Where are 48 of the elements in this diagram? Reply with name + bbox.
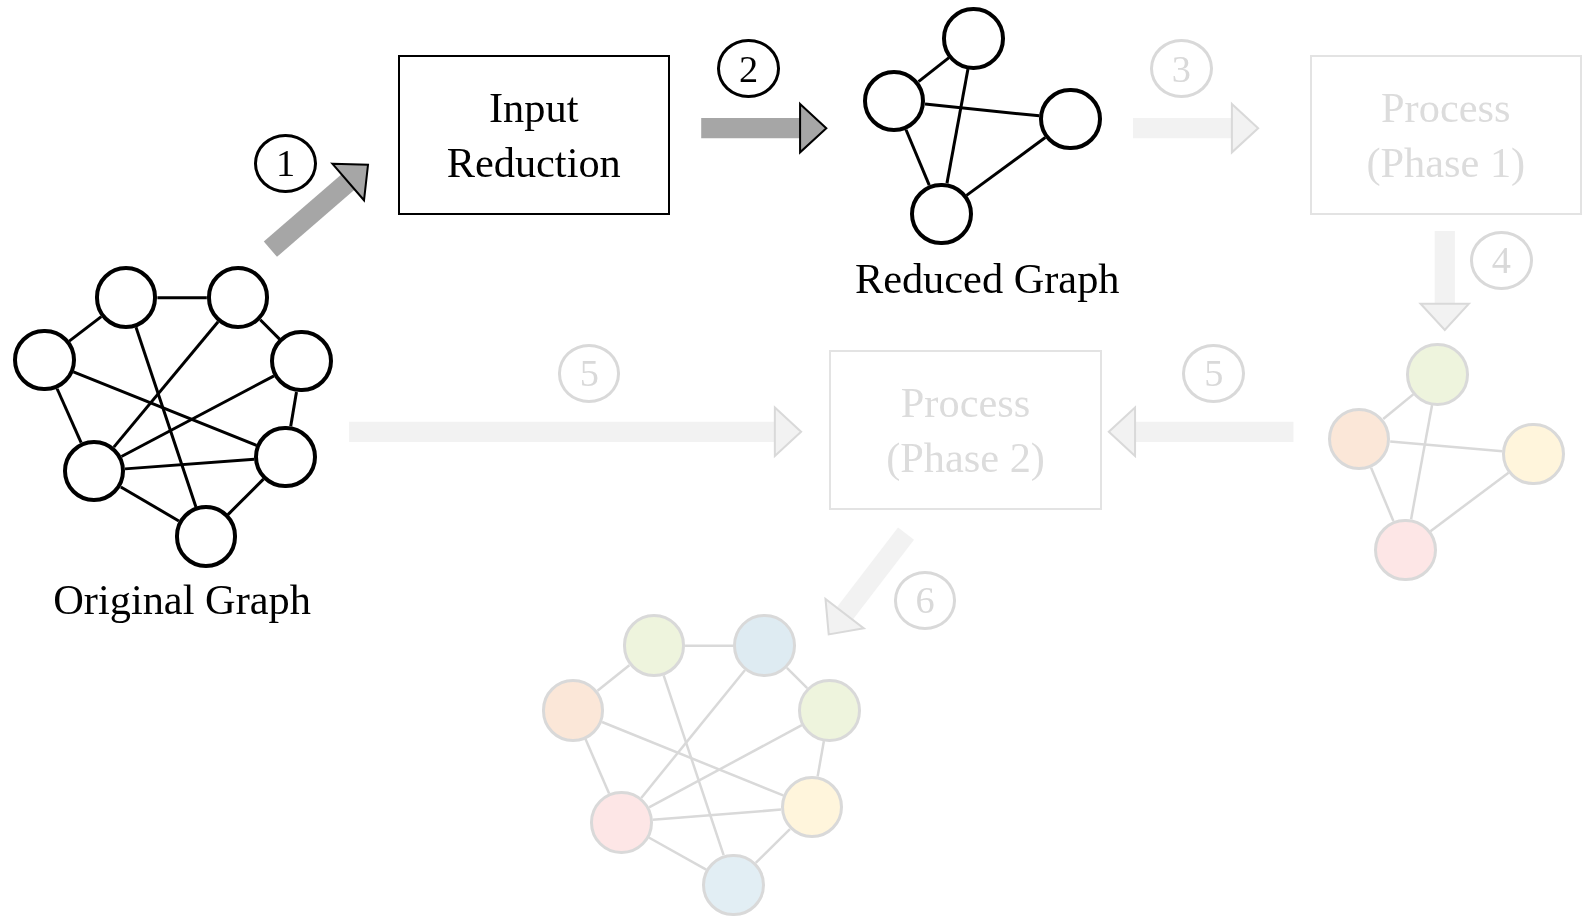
graph-edge — [662, 675, 725, 856]
graph-edge — [640, 669, 747, 799]
graph-edge — [1429, 471, 1510, 533]
graph-edge — [68, 315, 103, 343]
graph-edge — [917, 56, 950, 83]
graph-edge — [601, 720, 784, 797]
step-number: 2 — [717, 39, 780, 98]
graph-edge — [124, 457, 255, 471]
graph-edge — [72, 370, 258, 447]
vertex-circle — [174, 505, 238, 568]
block-arrow — [1419, 231, 1470, 331]
graph-edge — [226, 478, 265, 516]
graph-edge — [596, 664, 631, 692]
graph-edge — [112, 320, 220, 449]
graph-edge — [1369, 467, 1395, 522]
graph-edge — [289, 391, 298, 427]
graph-edge — [1382, 393, 1415, 420]
block-arrow — [349, 406, 803, 458]
block-arrow — [701, 102, 828, 154]
graph-edge — [648, 724, 803, 809]
graph-edge — [1390, 440, 1503, 453]
process-box: Input Reduction — [397, 55, 670, 215]
graph-edge — [965, 136, 1047, 197]
graph-edge — [648, 836, 707, 871]
block-arrow — [1133, 102, 1260, 154]
graph-edge — [584, 738, 611, 795]
graph-edge — [120, 374, 275, 458]
graph-edge — [685, 644, 734, 647]
graph-edge — [924, 102, 1040, 118]
graph-edge — [55, 388, 83, 444]
graph-caption: Original Graph — [52, 576, 312, 624]
graph-edge — [120, 485, 180, 523]
block-arrow — [263, 162, 369, 257]
block-arrow — [1107, 406, 1294, 458]
graph-edge — [816, 740, 826, 777]
graph-edge — [786, 666, 809, 690]
graph-edge — [652, 808, 782, 822]
graph-edge — [945, 68, 970, 184]
graph-edge — [754, 828, 791, 864]
block-arrow — [824, 527, 914, 636]
graph-edge — [259, 318, 281, 341]
graph-caption: Reduced Graph — [853, 256, 1121, 303]
graph-edge — [134, 326, 198, 508]
graph-edge — [157, 296, 207, 300]
step-number: 1 — [254, 134, 317, 193]
vertex-circle — [702, 853, 765, 917]
graph-edge — [904, 129, 931, 186]
graph-edge — [1409, 404, 1434, 520]
